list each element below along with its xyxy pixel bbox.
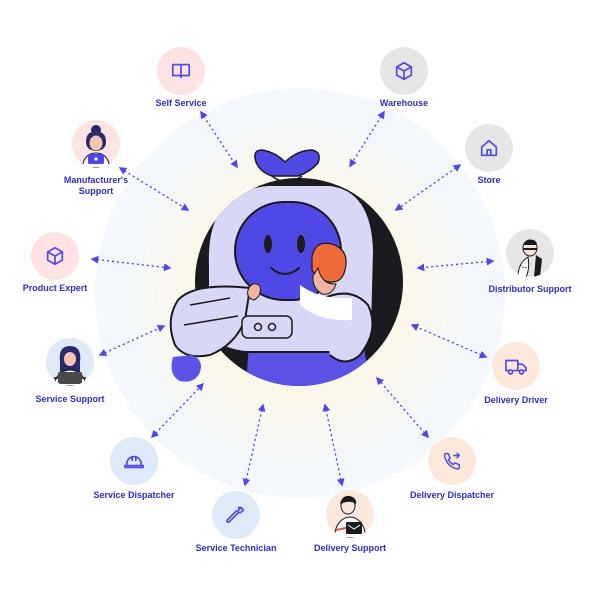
box-icon	[395, 61, 413, 81]
robot-arm	[169, 285, 252, 358]
person-avatar	[81, 125, 111, 168]
distributor-support-avatar	[506, 229, 554, 277]
connector-manufacturers-support	[118, 167, 190, 211]
robot-hat	[254, 149, 320, 177]
distributor-support-label: Distributor Support	[488, 284, 572, 294]
connector-service-technician	[242, 403, 266, 487]
self-service-label: Self Service	[155, 98, 207, 108]
person-avatar	[53, 346, 87, 386]
self-service-bubble	[157, 47, 205, 95]
service-technician-bubble	[212, 491, 260, 539]
robot-hand	[171, 355, 201, 382]
service-dispatcher-bubble	[110, 437, 158, 485]
hard-hat-icon	[124, 455, 144, 469]
person-avatar	[333, 495, 367, 538]
delivery-dispatcher-bubble	[428, 437, 476, 485]
service-support-label: Service Support	[35, 394, 105, 404]
connector-service-dispatcher	[150, 382, 205, 439]
service-technician-label: Service Technician	[195, 543, 277, 553]
wrench-icon	[226, 506, 245, 524]
connector-delivery-support	[322, 403, 345, 487]
service-support-avatar	[46, 338, 94, 386]
delivery-driver-bubble	[492, 342, 540, 390]
delivery-support-avatar	[326, 490, 374, 538]
product-expert-label: Product Expert	[22, 283, 88, 293]
connector-self-service	[200, 110, 238, 169]
product-expert-bubble	[31, 232, 79, 280]
book-icon	[171, 63, 191, 79]
connector-service-support	[98, 325, 166, 356]
connector-delivery-driver	[410, 323, 488, 359]
connector-warehouse	[349, 110, 385, 168]
store-label: Store	[477, 175, 501, 185]
store-bubble	[465, 124, 513, 172]
truck-icon	[505, 359, 527, 375]
manufacturers-support-avatar	[72, 120, 120, 168]
delivery-dispatcher-label: Delivery Dispatcher	[409, 490, 495, 500]
person-avatar	[517, 239, 542, 277]
warehouse-label: Warehouse	[379, 98, 429, 108]
service-dispatcher-label: Service Dispatcher	[93, 490, 175, 500]
connector-store	[394, 164, 462, 211]
home-icon	[480, 139, 498, 157]
delivery-support-label: Delivery Support	[313, 543, 387, 553]
connector-product-expert	[90, 255, 172, 272]
warehouse-bubble	[380, 47, 428, 95]
phone-forward-icon	[443, 452, 461, 470]
manufacturers-support-label: Manufacturer's Support	[63, 175, 129, 196]
delivery-driver-label: Delivery Driver	[484, 395, 548, 405]
box-icon	[46, 246, 64, 266]
